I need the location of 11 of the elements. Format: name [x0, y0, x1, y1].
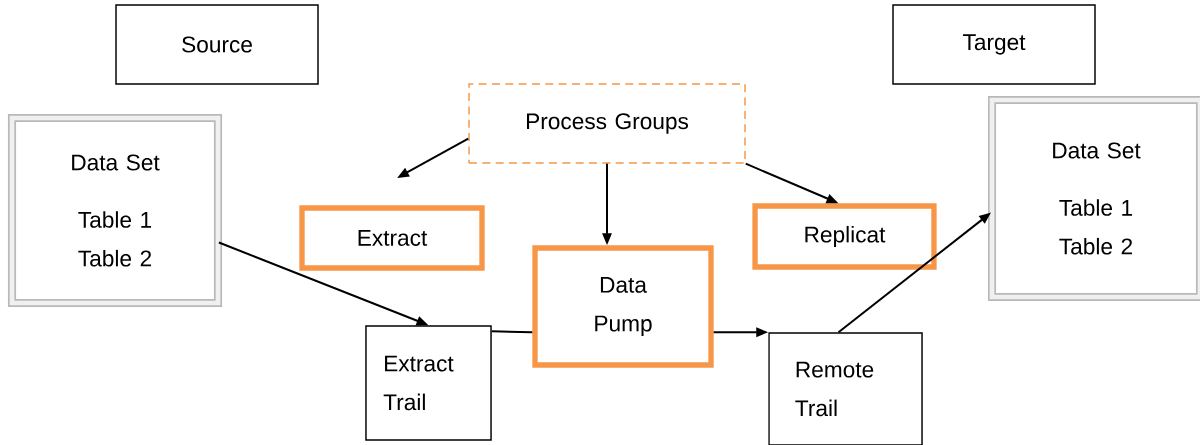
dataset-box: Data Set Table 1 Table 2 [7, 113, 223, 308]
connector-line [490, 330, 534, 334]
dataset-box: Data Set Table 1 Table 2 [987, 95, 1200, 302]
trail-box: Remote Trail [768, 332, 923, 445]
label-box: Target [892, 4, 1096, 85]
process-group-box: Process Groups [468, 83, 746, 164]
trail-box: Extract Trail [365, 325, 492, 441]
label-box: Source [115, 4, 319, 85]
process-box: Extract [299, 205, 485, 271]
process-box: Replicat [752, 203, 937, 270]
process-box: Data Pump [532, 245, 714, 368]
